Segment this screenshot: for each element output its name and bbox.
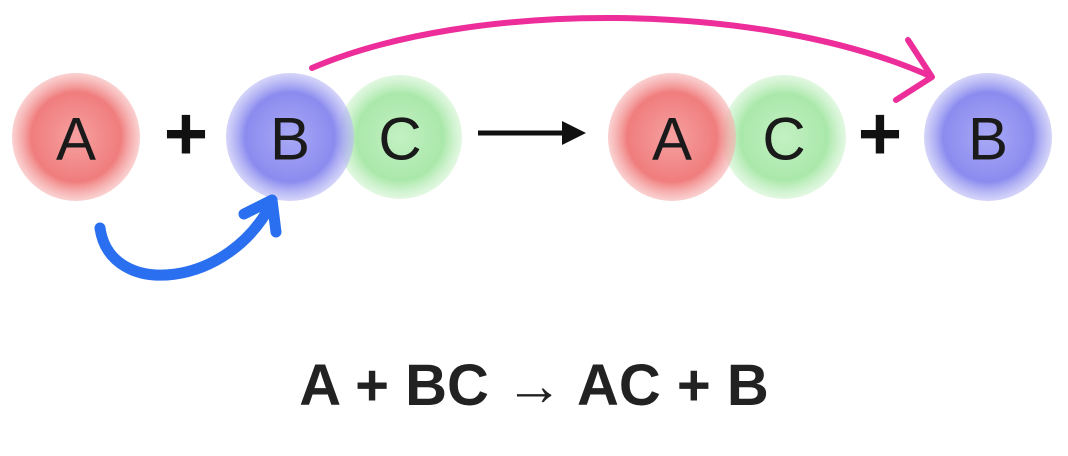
product-atom-a-label: A	[652, 106, 692, 173]
blue-curved-arrow	[94, 194, 282, 281]
pink-curved-arrow	[309, 15, 935, 103]
reactant-atom-b: B	[226, 73, 354, 201]
reactant-atom-a-label: A	[56, 106, 96, 173]
reaction-arrow	[478, 121, 586, 145]
reactant-atom-a: A	[12, 73, 140, 201]
product-atom-c-label: C	[762, 106, 805, 173]
reactant-atom-c-label: C	[378, 106, 421, 173]
product-atom-b-label: B	[968, 106, 1008, 173]
reactant-molecule-bc: C B	[226, 73, 462, 201]
product-atom-c: C	[722, 75, 846, 199]
product-atom-a: A	[608, 73, 736, 201]
plus-sign-reactants: +	[164, 92, 208, 177]
reactant-atom-b-label: B	[270, 106, 310, 173]
reaction-equation: A + BC → AC + B	[299, 353, 769, 418]
reactant-atom-c: C	[338, 75, 462, 199]
product-molecule-ac: C A	[608, 73, 846, 201]
plus-sign-products: +	[858, 92, 902, 177]
product-atom-b: B	[924, 73, 1052, 201]
